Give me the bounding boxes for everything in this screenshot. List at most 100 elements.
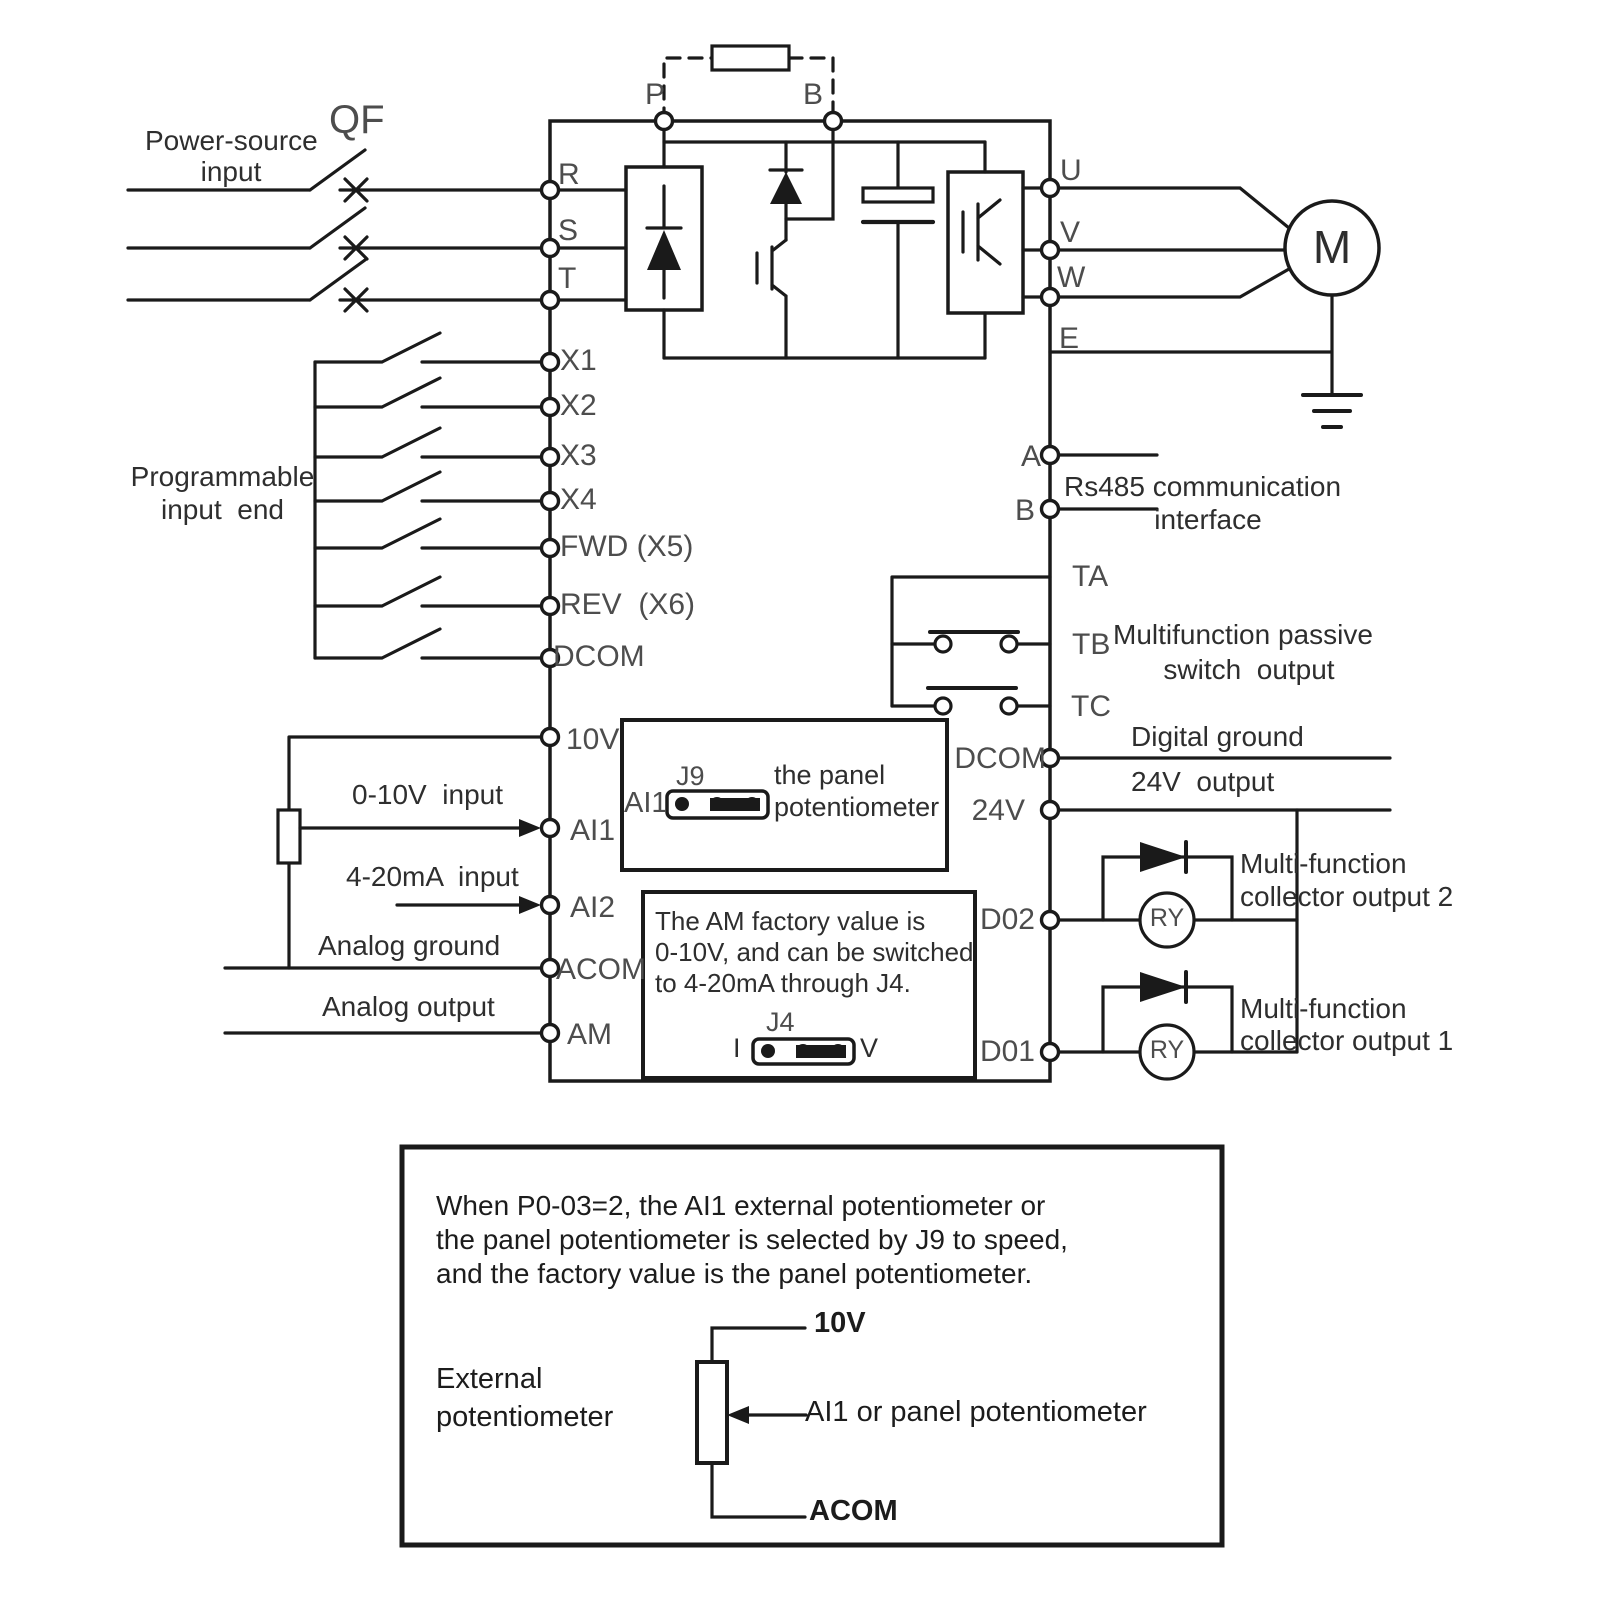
24v-output-label: 24V output bbox=[1131, 766, 1275, 797]
j9-ai1-label: AI1 bbox=[624, 787, 668, 819]
terminal-s-circle bbox=[539, 237, 561, 259]
power-source-label-line2: input bbox=[200, 156, 262, 187]
relay-coil-1 bbox=[1138, 1023, 1196, 1081]
terminal-d01-circle bbox=[1039, 1041, 1061, 1063]
j4-name-label: J4 bbox=[766, 1007, 795, 1037]
terminal-x2-circle bbox=[539, 396, 561, 418]
terminal-a-label: A bbox=[1021, 440, 1042, 473]
terminal-d02-circle bbox=[1039, 909, 1061, 931]
j4-description: The AM factory value is 0-10V, and can b… bbox=[655, 906, 974, 998]
terminal-x1-label: X1 bbox=[560, 344, 597, 377]
terminal-p-label: P bbox=[645, 78, 666, 111]
terminal-24v-circle bbox=[1039, 799, 1061, 821]
terminal-w-circle bbox=[1039, 286, 1061, 308]
terminal-b-circle bbox=[1039, 498, 1061, 520]
note-text: When P0-03=2, the AI1 external potentiom… bbox=[436, 1190, 1068, 1289]
external-potentiometer-symbol bbox=[276, 808, 302, 865]
terminal-ai1-label: AI1 bbox=[570, 814, 616, 847]
note-box bbox=[399, 1144, 1225, 1548]
collector-output-1-label-line2: collector output 1 bbox=[1240, 1025, 1454, 1056]
terminal-rev-label: REV (X6) bbox=[560, 588, 696, 621]
passive-switch-label-line2: switch output bbox=[1163, 654, 1335, 685]
terminal-u-circle bbox=[1039, 177, 1061, 199]
digital-ground-label: Digital ground bbox=[1131, 721, 1304, 752]
relay-coil-2 bbox=[1138, 891, 1196, 949]
terminal-s-label: S bbox=[558, 214, 579, 247]
passive-switch-output bbox=[890, 575, 1052, 716]
breaker-label: QF bbox=[329, 98, 385, 142]
terminal-x1-circle bbox=[539, 351, 561, 373]
terminal-10v-label: 10V bbox=[566, 723, 620, 756]
j9-right-label-line1: the panel bbox=[774, 760, 886, 790]
terminal-x3-label: X3 bbox=[560, 439, 597, 472]
dc-bus-capacitor bbox=[860, 140, 936, 360]
j4-jumper-box bbox=[641, 890, 977, 1080]
terminal-ai1-circle bbox=[539, 817, 561, 839]
relay-2-label: RY bbox=[1149, 904, 1185, 932]
inverter-bridge bbox=[946, 140, 1044, 360]
analog-output-label: Analog output bbox=[322, 991, 495, 1022]
terminal-ai2-label: AI2 bbox=[570, 891, 616, 924]
j4-shorting-cap bbox=[796, 1045, 846, 1058]
terminal-acom-circle bbox=[539, 957, 561, 979]
terminal-acom-label: ACOM bbox=[556, 953, 646, 986]
motor-label: M bbox=[1312, 221, 1352, 273]
j9-jumper-box bbox=[620, 718, 949, 872]
terminal-w-label: W bbox=[1057, 261, 1086, 294]
input-0-10v-label: 0-10V input bbox=[352, 779, 503, 810]
j4-i-label: I bbox=[733, 1033, 741, 1063]
analog-input-wiring bbox=[223, 735, 543, 1035]
collector-output-2-label-line1: Multi-function bbox=[1240, 848, 1407, 879]
rs485-label-line2: interface bbox=[1154, 504, 1262, 535]
terminal-ta-label: TA bbox=[1072, 560, 1109, 593]
note-wiper-label: AI1 or panel potentiometer bbox=[805, 1396, 1147, 1428]
terminal-fwd-circle bbox=[539, 537, 561, 559]
terminal-d01-label: D01 bbox=[979, 1035, 1035, 1068]
rs485-lines bbox=[1057, 453, 1159, 511]
terminal-t-circle bbox=[539, 289, 561, 311]
j9-right-label-line2: potentiometer bbox=[774, 792, 940, 822]
terminal-x4-circle bbox=[539, 490, 561, 512]
braking-resistor bbox=[662, 44, 835, 123]
programmable-label-line2: input end bbox=[161, 494, 284, 525]
power-source-label-line1: Power-source bbox=[145, 125, 318, 156]
analog-ground-label: Analog ground bbox=[318, 930, 501, 961]
terminal-x3-circle bbox=[539, 446, 561, 468]
terminal-x2-label: X2 bbox=[560, 389, 597, 422]
ground-symbol bbox=[1301, 393, 1363, 429]
collector-output-1-circuit bbox=[1101, 970, 1234, 1081]
terminal-e-label: E bbox=[1059, 322, 1080, 355]
terminal-b-label: B bbox=[1015, 494, 1036, 527]
j9-shorting-cap bbox=[710, 798, 760, 811]
terminal-rev-circle bbox=[539, 595, 561, 617]
terminal-am-label: AM bbox=[567, 1018, 612, 1051]
terminal-v-circle bbox=[1039, 239, 1061, 261]
terminal-u-label: U bbox=[1060, 154, 1082, 187]
note-acom-label: ACOM bbox=[809, 1495, 898, 1527]
terminal-p-circle bbox=[653, 110, 675, 132]
programmable-label-line1: Programmable bbox=[130, 461, 315, 492]
motor-wiring bbox=[1048, 186, 1381, 429]
terminal-tb-label: TB bbox=[1072, 628, 1111, 661]
terminal-x4-label: X4 bbox=[560, 483, 597, 516]
collector-output-2-circuit bbox=[1101, 840, 1234, 949]
note-potentiometer-symbol bbox=[695, 1360, 729, 1465]
terminal-ai2-circle bbox=[539, 894, 561, 916]
digital-input-switches bbox=[313, 331, 543, 660]
qf-breaker bbox=[126, 148, 543, 313]
terminal-circles bbox=[539, 110, 1061, 1063]
terminal-dcom-right-label: DCOM bbox=[954, 742, 1046, 775]
terminal-fwd-label: FWD (X5) bbox=[560, 530, 694, 563]
collector-output-2-label-line2: collector output 2 bbox=[1240, 881, 1454, 912]
terminal-10v-circle bbox=[539, 726, 561, 748]
passive-switch-label-line1: Multifunction passive bbox=[1113, 619, 1373, 650]
terminal-v-label: V bbox=[1060, 216, 1081, 249]
terminal-dcom-right-circle bbox=[1039, 747, 1061, 769]
terminal-r-circle bbox=[539, 179, 561, 201]
collector-output-1-label-line1: Multi-function bbox=[1240, 993, 1407, 1024]
terminal-tc-label: TC bbox=[1071, 690, 1111, 723]
terminal-24v-label: 24V bbox=[971, 794, 1025, 827]
terminal-b-top-circle bbox=[822, 110, 844, 132]
